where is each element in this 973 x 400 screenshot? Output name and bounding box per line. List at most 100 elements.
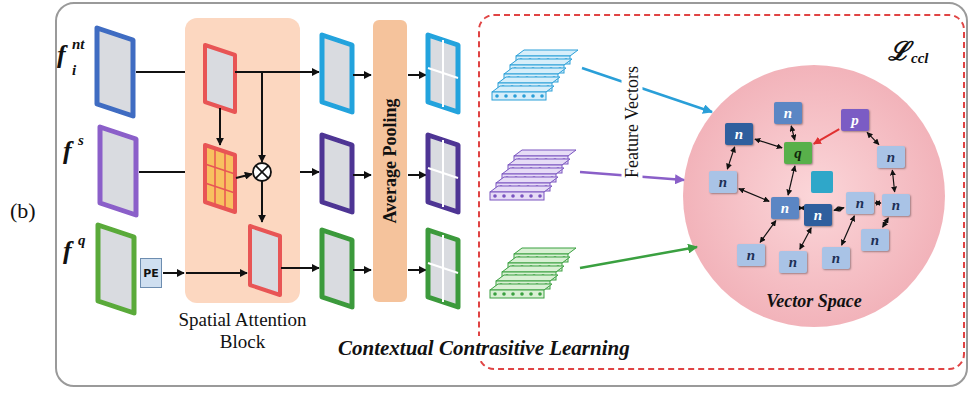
vector-slab	[490, 290, 544, 298]
pooled-map	[428, 35, 458, 112]
vector-letter: n	[804, 208, 832, 223]
vector-dot	[493, 194, 497, 198]
feature-vector: n	[709, 171, 737, 193]
vector-slab	[502, 266, 564, 272]
vector-space-disc	[683, 65, 945, 327]
feature-vector: q	[784, 142, 812, 164]
vector-slab	[490, 186, 552, 192]
vector-space: Vector Spacennpqnnnnnnnnnn	[683, 65, 945, 327]
vector-dot	[511, 194, 515, 198]
feature-map	[250, 226, 280, 295]
connector	[788, 166, 795, 195]
vector-letter: n	[822, 251, 850, 266]
connector	[892, 170, 894, 192]
vector-slab	[514, 150, 576, 156]
superscript: q	[78, 232, 86, 249]
grid-line	[205, 183, 235, 193]
grid-line	[224, 152, 226, 209]
feature-vector: n	[779, 251, 807, 273]
grid-line	[428, 168, 458, 178]
connector	[163, 272, 184, 274]
connector	[883, 218, 889, 228]
arrow	[580, 247, 697, 268]
vector-slab	[504, 68, 566, 74]
connector	[739, 189, 769, 202]
feature-map	[322, 230, 352, 307]
multiply-symbol	[256, 166, 269, 179]
node-label: PE	[143, 267, 159, 280]
feature-symbol: f	[63, 136, 72, 166]
vector-dot	[520, 292, 524, 296]
arrow	[408, 74, 426, 76]
vector-dot	[529, 194, 533, 198]
grid-line	[214, 148, 216, 205]
feature-vector: n	[882, 194, 910, 216]
vector-letter: n	[846, 196, 874, 211]
vector-dot	[502, 194, 506, 198]
vector-dot	[522, 94, 526, 98]
vector-dot	[495, 94, 499, 98]
vector-dot	[540, 94, 544, 98]
connector	[755, 139, 782, 148]
arrow	[186, 272, 247, 274]
vector-slab	[516, 50, 578, 56]
vector-slab	[508, 257, 570, 263]
connector	[875, 202, 881, 203]
vector-letter: q	[784, 146, 812, 161]
vector-dot	[511, 292, 515, 296]
feature-symbol: f	[57, 40, 66, 70]
attention-block-fill	[185, 18, 300, 303]
arrow	[261, 72, 263, 162]
feature-map	[98, 225, 134, 313]
pooled-map	[428, 135, 458, 212]
feature-vector: p	[841, 109, 869, 131]
connector	[814, 129, 840, 144]
vector-letter: n	[709, 175, 737, 190]
panel-frame	[56, 3, 967, 386]
subscript: i	[72, 62, 76, 79]
feature-map	[97, 28, 133, 116]
pooling-box: Average Pooling	[373, 20, 407, 302]
multiply-symbol	[256, 166, 269, 179]
vector-letter: n	[861, 233, 889, 248]
arrow	[219, 108, 221, 145]
connector	[760, 221, 776, 243]
loss-symbol: ℒ	[888, 32, 910, 68]
vector-dot	[502, 292, 506, 296]
vector-letter: p	[841, 113, 869, 128]
feature-vector: n	[737, 244, 765, 266]
vector-slab	[496, 177, 558, 183]
vector-letter: n	[771, 201, 799, 216]
attention-map	[205, 145, 235, 212]
vector-slab	[508, 159, 570, 165]
arrow	[353, 74, 371, 76]
grid-line	[205, 164, 235, 174]
vector-dot	[520, 194, 524, 198]
vector-dot	[538, 292, 542, 296]
feature-vector-stacks	[490, 50, 578, 298]
vector-dot	[504, 94, 508, 98]
vector-slab	[510, 59, 572, 65]
connector	[800, 228, 811, 249]
attention-block: Spatial Attention Block	[185, 18, 300, 303]
vector-dot	[513, 94, 517, 98]
feature-map	[322, 135, 352, 212]
arrow	[408, 174, 426, 176]
vector-slab	[498, 77, 560, 83]
feature-vector: n	[877, 146, 905, 168]
feature-vector: n	[861, 229, 889, 251]
superscript: nt	[72, 36, 85, 53]
arrow	[582, 68, 712, 112]
arrow	[353, 174, 371, 176]
vector-letter: n	[774, 106, 802, 121]
encoding-box: PE	[140, 258, 162, 288]
grid-line	[428, 68, 458, 78]
connector	[791, 126, 795, 140]
node-label: Spatial Attention Block	[160, 309, 325, 353]
feature-map	[205, 45, 235, 112]
feature-vector: n	[774, 102, 802, 124]
feature-map	[322, 35, 352, 112]
connector	[727, 147, 734, 169]
vector-slab	[502, 168, 564, 174]
vector-letter: n	[882, 198, 910, 213]
